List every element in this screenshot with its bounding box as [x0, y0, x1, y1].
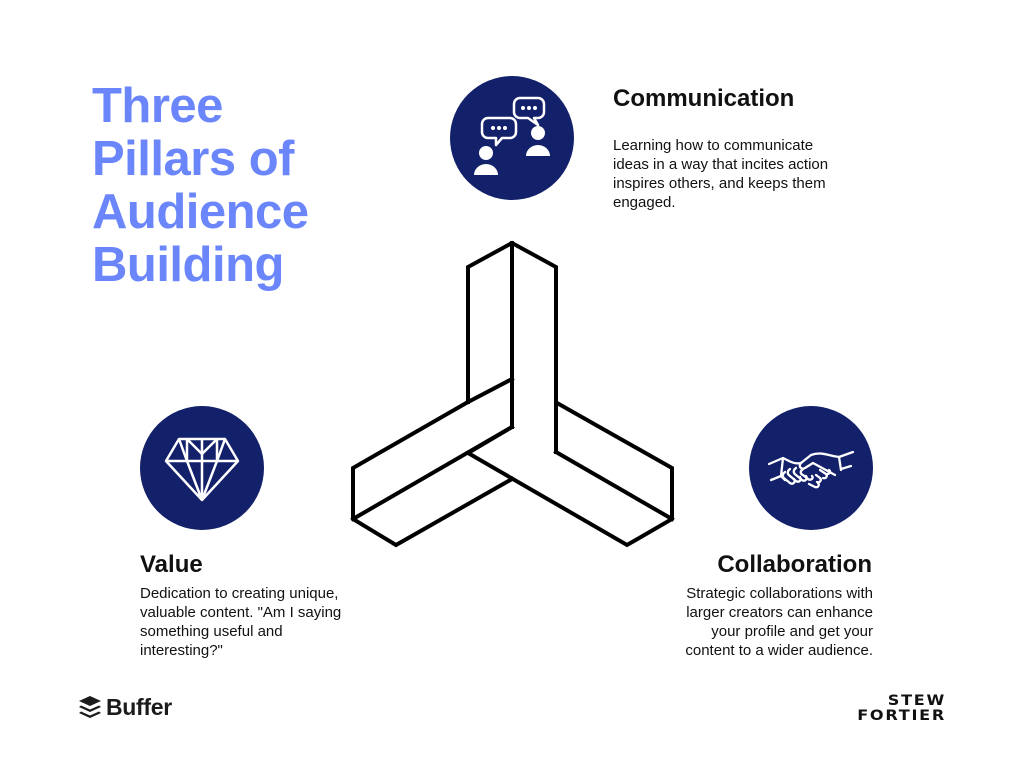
- communication-icon-circle: [450, 76, 574, 200]
- title-line: Building: [92, 238, 284, 292]
- buffer-logo: Buffer: [78, 694, 172, 721]
- title-line: Audience: [92, 185, 309, 239]
- title-line: Pillars of: [92, 132, 294, 186]
- collaboration-heading: Collaboration: [717, 551, 872, 578]
- handshake-icon: [767, 450, 855, 489]
- value-heading: Value: [140, 551, 203, 578]
- buffer-stack-icon: [79, 695, 101, 718]
- diamond-icon: [164, 437, 240, 502]
- buffer-logo-text: Buffer: [106, 694, 172, 720]
- chat-people-icon: [474, 96, 550, 175]
- page-title: Three Pillars of Audience Building: [92, 80, 309, 292]
- collaboration-description: Strategic collaborations with larger cre…: [685, 585, 873, 659]
- communication-heading: Communication: [613, 85, 795, 112]
- communication-description: Learning how to communicate ideas in a w…: [613, 137, 829, 211]
- value-description: Dedication to creating unique, valuable …: [140, 585, 342, 659]
- title-line: Three: [92, 79, 223, 133]
- stew-fortier-logo: STEW FORTIER: [857, 693, 946, 724]
- value-icon-circle: [140, 406, 264, 530]
- collaboration-icon-circle: [749, 406, 873, 530]
